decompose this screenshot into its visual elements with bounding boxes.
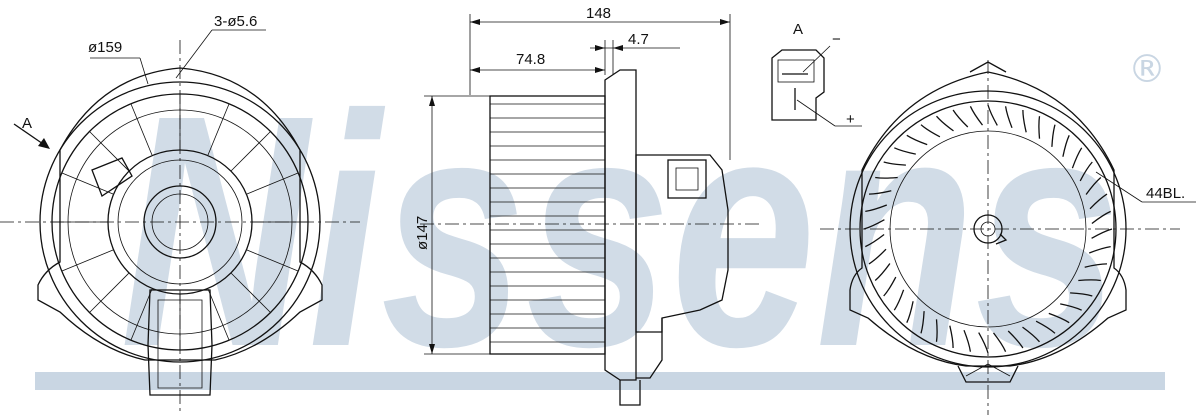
connector-detail: A − +	[771, 21, 862, 128]
connector-view-label: A	[793, 21, 803, 38]
fan-blade	[1035, 320, 1056, 334]
fan-blade	[963, 329, 972, 352]
fan-blade	[935, 319, 938, 342]
fan-blade	[1084, 263, 1108, 268]
fan-blade	[906, 134, 928, 146]
fan-blade	[1004, 106, 1013, 129]
fan-blade	[920, 311, 925, 334]
registered-mark: ®	[1128, 47, 1166, 91]
overall-length-label: 148	[586, 5, 611, 22]
fan-blade	[894, 147, 916, 155]
side-view: 148 74.8 4.7 ø147	[414, 5, 760, 406]
fan-blade	[1078, 279, 1101, 282]
fan-blade	[1070, 292, 1093, 297]
fan-blade	[952, 109, 969, 128]
fan-blade	[978, 332, 989, 354]
holes-label: 3-ø5.6	[214, 13, 257, 30]
fan-blade	[893, 289, 905, 311]
fan-blade	[883, 161, 906, 166]
fan-blade	[874, 263, 891, 281]
front-view: A ø159 3-ø5.6	[0, 13, 360, 415]
connector-minus-label: −	[832, 31, 841, 48]
fan-blade	[1022, 109, 1027, 133]
flange-gap-label: 4.7	[628, 31, 649, 48]
fan-blade	[992, 332, 1007, 352]
wheel-diameter-label: ø147	[414, 216, 431, 250]
fan-blade	[1085, 177, 1102, 195]
fan-blade	[865, 204, 888, 213]
fan-blade	[1091, 210, 1111, 225]
fan-blade	[1060, 303, 1082, 311]
watermark: Nissens ®	[35, 46, 1166, 415]
fan-blade	[949, 325, 954, 349]
blade-count-label: 44BL.	[1146, 185, 1185, 202]
watermark-text: Nissens	[120, 46, 1120, 415]
fan-blade	[936, 115, 954, 132]
fan-blade	[1079, 161, 1093, 182]
connector-plus-label: +	[846, 111, 855, 128]
fan-blade	[1088, 245, 1111, 254]
fan-blade	[1089, 193, 1108, 210]
wheel-length-label: 74.8	[516, 51, 545, 68]
fan-blade	[1062, 135, 1070, 157]
fan-blade	[865, 233, 885, 248]
fan-blade	[1071, 147, 1083, 169]
fan-blade	[863, 219, 885, 230]
fan-blade	[920, 124, 941, 138]
fan-blade	[868, 248, 887, 265]
fan-blade	[875, 176, 898, 179]
fan-blade	[1038, 116, 1041, 139]
fan-blade	[1051, 124, 1056, 147]
fan-blade	[1048, 312, 1070, 324]
fan-blade	[987, 104, 998, 126]
outer-diameter-label: ø159	[88, 39, 122, 56]
fan-blade	[883, 276, 897, 297]
rear-view: 44BL.	[820, 60, 1196, 415]
fan-blade	[868, 190, 892, 195]
fan-blade	[1091, 228, 1113, 239]
view-arrow-label: A	[22, 115, 32, 132]
fan-blade	[1022, 326, 1040, 343]
fan-blade	[969, 106, 984, 126]
fan-blade	[1007, 330, 1024, 349]
fan-blade	[906, 301, 914, 323]
